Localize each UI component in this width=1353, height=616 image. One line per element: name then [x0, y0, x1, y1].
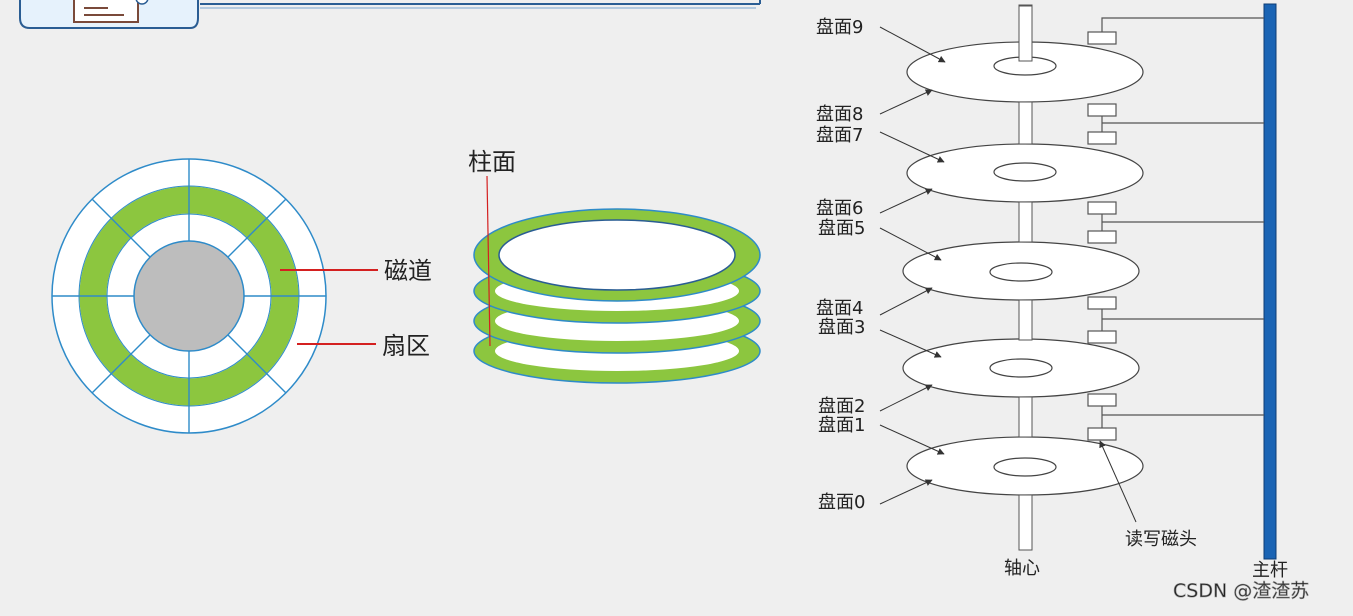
surface-label-0: 盘面0: [818, 492, 865, 513]
head-label: 读写磁头: [1125, 529, 1197, 550]
surface-label-8: 盘面8: [816, 104, 863, 125]
surface-pointers: [879, 26, 1137, 523]
platter: [902, 338, 1140, 398]
watermark: CSDN @渣渣苏: [1173, 580, 1309, 602]
disk-top-view: [51, 158, 327, 434]
surface-label-6: 盘面6: [816, 198, 863, 219]
surface-label-3: 盘面3: [818, 317, 865, 338]
main-rod: [1263, 3, 1277, 560]
read-write-heads: [1087, 17, 1264, 441]
sector-label: 扇区: [382, 332, 430, 360]
hub: [133, 240, 245, 352]
surface-label-5: 盘面5: [818, 218, 865, 239]
platter: [906, 436, 1144, 496]
main-rod-label: 主杆: [1252, 560, 1288, 581]
track-label: 磁道: [384, 257, 432, 285]
surface-labels: 盘面9 盘面8 盘面7 盘面6 盘面5 盘面4 盘面3 盘面2 盘面1 盘面0: [816, 17, 865, 513]
surface-label-2: 盘面2: [818, 396, 865, 417]
surface-label-1: 盘面1: [818, 415, 865, 436]
spindle-label: 轴心: [1004, 558, 1040, 579]
document-pen-icon: [73, 0, 149, 23]
header-card: [19, 0, 761, 29]
platter: [906, 143, 1144, 203]
cylinder-label: 柱面: [468, 148, 516, 176]
cylinder-stack: [473, 208, 761, 384]
surface-label-7: 盘面7: [816, 125, 863, 146]
cylinder-pointer-line: [486, 175, 491, 347]
surface-label-9: 盘面9: [816, 17, 863, 38]
platter: [902, 241, 1140, 301]
disk-stack-structure: 盘面9 盘面8 盘面7 盘面6 盘面5 盘面4 盘面3 盘面2 盘面1 盘面0 …: [816, 3, 1288, 581]
platter: [906, 41, 1144, 103]
surface-label-4: 盘面4: [816, 298, 863, 319]
